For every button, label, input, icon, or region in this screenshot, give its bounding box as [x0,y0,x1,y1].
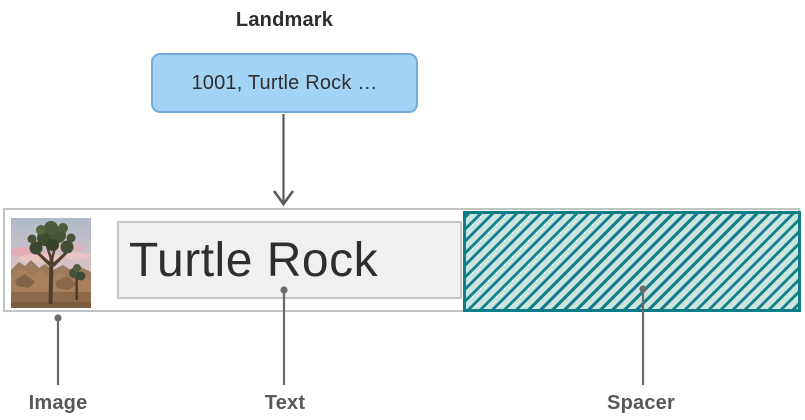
row-text-box: Turtle Rock [117,221,462,299]
flow-arrow [272,114,295,207]
callout-label-text: Text [264,392,306,414]
landmark-data-box: 1001, Turtle Rock … [151,53,418,113]
turtle-rock-photo-icon [11,218,91,308]
callout-label-spacer: Spacer [607,392,675,414]
image-callout-line [54,314,62,385]
row-text-value: Turtle Rock [129,233,379,287]
diagram-title: Landmark [235,9,334,31]
callout-label-image: Image [28,392,88,414]
landmark-data-value: 1001, Turtle Rock … [191,71,378,94]
turtle-rock-photo [11,218,91,308]
row-spacer [463,211,801,312]
